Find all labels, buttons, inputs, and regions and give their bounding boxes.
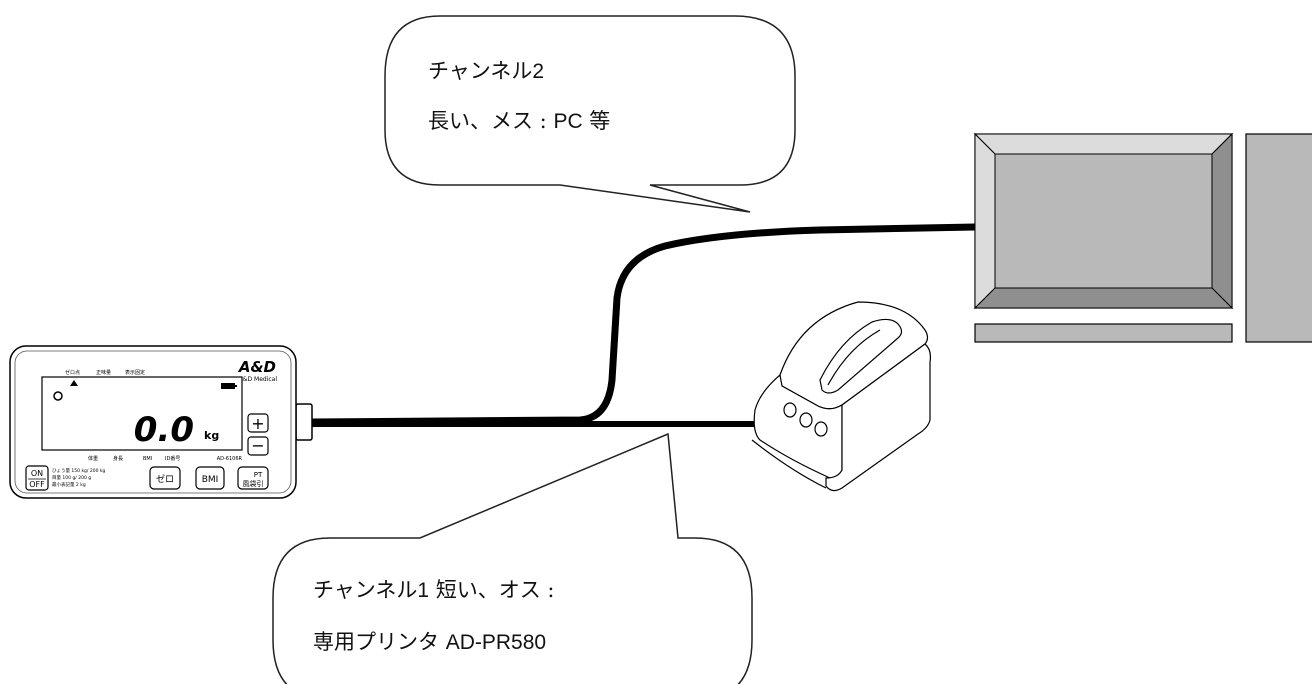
indicator-face bbox=[14, 350, 292, 494]
monitor-bevel-bottom bbox=[973, 287, 1234, 309]
pt-button[interactable] bbox=[237, 466, 269, 490]
label-id: ID番号 bbox=[165, 455, 180, 462]
plus-button[interactable] bbox=[247, 413, 269, 433]
spec-line-1: ひょう量 150 kg/ 200 kg bbox=[52, 467, 105, 474]
printer-button-1[interactable] bbox=[783, 402, 797, 418]
battery-icon bbox=[221, 383, 235, 389]
pc-monitor bbox=[973, 132, 1234, 310]
label-bmi: BMI bbox=[143, 456, 152, 462]
thermal-printer bbox=[751, 301, 932, 492]
label-hold: 表示固定 bbox=[125, 369, 145, 376]
callout-channel2-line1: チャンネル2 bbox=[428, 59, 544, 83]
printer-side bbox=[825, 343, 932, 492]
zero-button-label: ゼロ bbox=[156, 473, 174, 485]
callout-channel1-bubble bbox=[272, 432, 753, 684]
label-net: 正味量 bbox=[96, 369, 111, 376]
lcd-display bbox=[41, 376, 243, 451]
printer-paper-slot-inner bbox=[827, 329, 881, 386]
pc-tower bbox=[1245, 133, 1312, 343]
callout-channel1-line2: 専用プリンタ AD-PR580 bbox=[313, 630, 546, 654]
printer-paper-slot bbox=[819, 318, 903, 394]
scale-indicator: A&D A&D Medical ゼロ点 正味量 表示固定 0.0 kg + − … bbox=[9, 345, 297, 499]
stable-mark-icon bbox=[53, 391, 63, 401]
pt-button-label: PT bbox=[254, 471, 263, 479]
bmi-button-label: BMI bbox=[202, 475, 219, 485]
minus-button-label: − bbox=[251, 436, 264, 455]
printer-button-2[interactable] bbox=[799, 412, 813, 428]
minus-button[interactable] bbox=[247, 436, 269, 456]
brand-logo: A&D bbox=[238, 358, 276, 376]
callout-channel2-line2: 長い、メス : PC 等 bbox=[428, 109, 610, 133]
cable-channel2 bbox=[308, 223, 979, 426]
callout-channel1-line1: チャンネル1 短い、オス : bbox=[313, 578, 555, 602]
spec-line-3: 最小表記量 2 kg bbox=[52, 481, 86, 488]
label-zero-point: ゼロ点 bbox=[65, 369, 80, 376]
on-off-button[interactable] bbox=[25, 465, 49, 491]
off-label: OFF bbox=[29, 480, 45, 489]
lcd-reading: 0.0 bbox=[134, 410, 194, 450]
monitor-bevel-top bbox=[973, 133, 1234, 155]
cable-connector bbox=[295, 403, 313, 441]
monitor-bevel-right bbox=[1211, 132, 1233, 310]
zero-button[interactable] bbox=[149, 466, 181, 490]
cables bbox=[308, 223, 979, 427]
pt-button-sublabel: 風袋引 bbox=[243, 479, 264, 488]
label-height: 身長 bbox=[113, 455, 123, 462]
printer-front bbox=[753, 373, 843, 479]
callout-channel2-bubble bbox=[384, 15, 796, 213]
lcd-unit: kg bbox=[204, 429, 219, 442]
model-label: AD-6106R bbox=[217, 456, 243, 462]
printer-base bbox=[751, 439, 827, 489]
brand-subtitle: A&D Medical bbox=[239, 376, 278, 383]
zero-indicator-icon bbox=[70, 380, 78, 386]
printer-button-3[interactable] bbox=[814, 421, 828, 437]
plus-button-label: + bbox=[251, 414, 264, 433]
label-weight: 体重 bbox=[88, 455, 98, 462]
battery-cap-icon bbox=[235, 385, 237, 387]
monitor-screen bbox=[994, 153, 1213, 289]
on-label: ON bbox=[31, 469, 43, 478]
callout-channel2: チャンネル2 長い、メス : PC 等 bbox=[384, 15, 796, 213]
bmi-button[interactable] bbox=[195, 466, 225, 490]
callout-channel1: チャンネル1 短い、オス : 専用プリンタ AD-PR580 bbox=[272, 432, 753, 684]
keyboard bbox=[974, 323, 1233, 343]
monitor-bevel-left bbox=[974, 132, 996, 310]
spec-line-2: 目量 100 g/ 200 g bbox=[52, 474, 91, 481]
